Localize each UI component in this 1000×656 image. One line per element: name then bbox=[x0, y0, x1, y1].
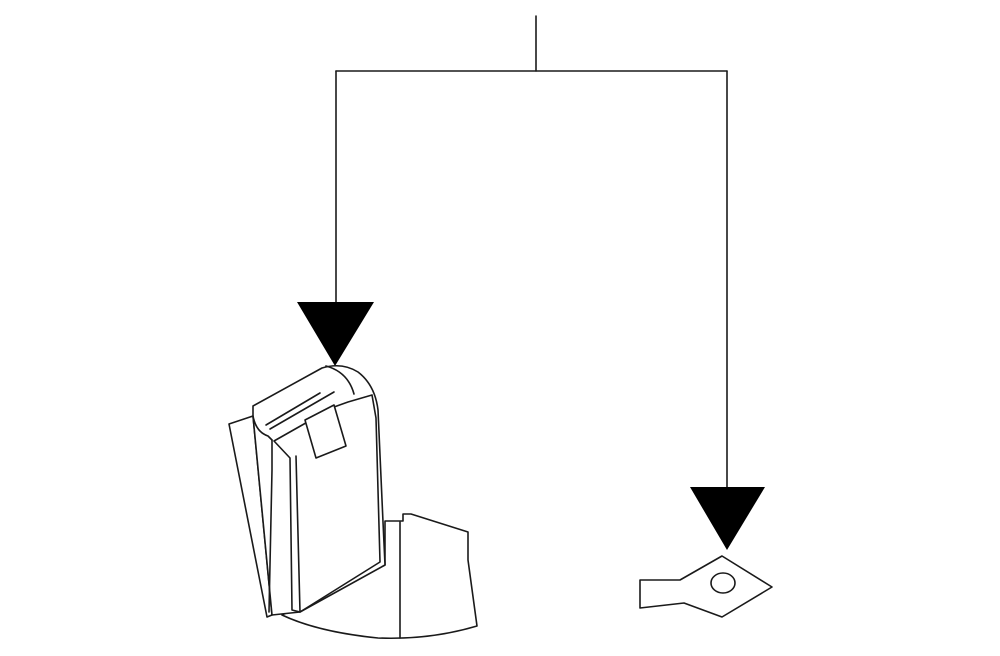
trim-panel-top-cap bbox=[252, 415, 273, 441]
trim-panel-inner-frame-2 bbox=[295, 455, 301, 613]
bracket-clip-icon bbox=[639, 555, 773, 618]
trim-panel-top-ridge bbox=[265, 391, 335, 430]
trim-panel-inner-face bbox=[268, 439, 273, 613]
bracket-clip-outline bbox=[639, 555, 773, 618]
trim-panel-base bbox=[281, 513, 478, 640]
trim-panel-top-curve bbox=[325, 365, 355, 395]
trim-panel-tab bbox=[304, 404, 347, 459]
trim-panel-inner-frame bbox=[273, 394, 381, 613]
leader-lines bbox=[335, 15, 728, 491]
trim-panel-icon bbox=[228, 364, 478, 640]
arrow-right-arrowhead-icon bbox=[690, 487, 765, 550]
bracket-clip-hole bbox=[710, 572, 736, 594]
arrow-left-arrowhead-icon bbox=[297, 302, 374, 366]
